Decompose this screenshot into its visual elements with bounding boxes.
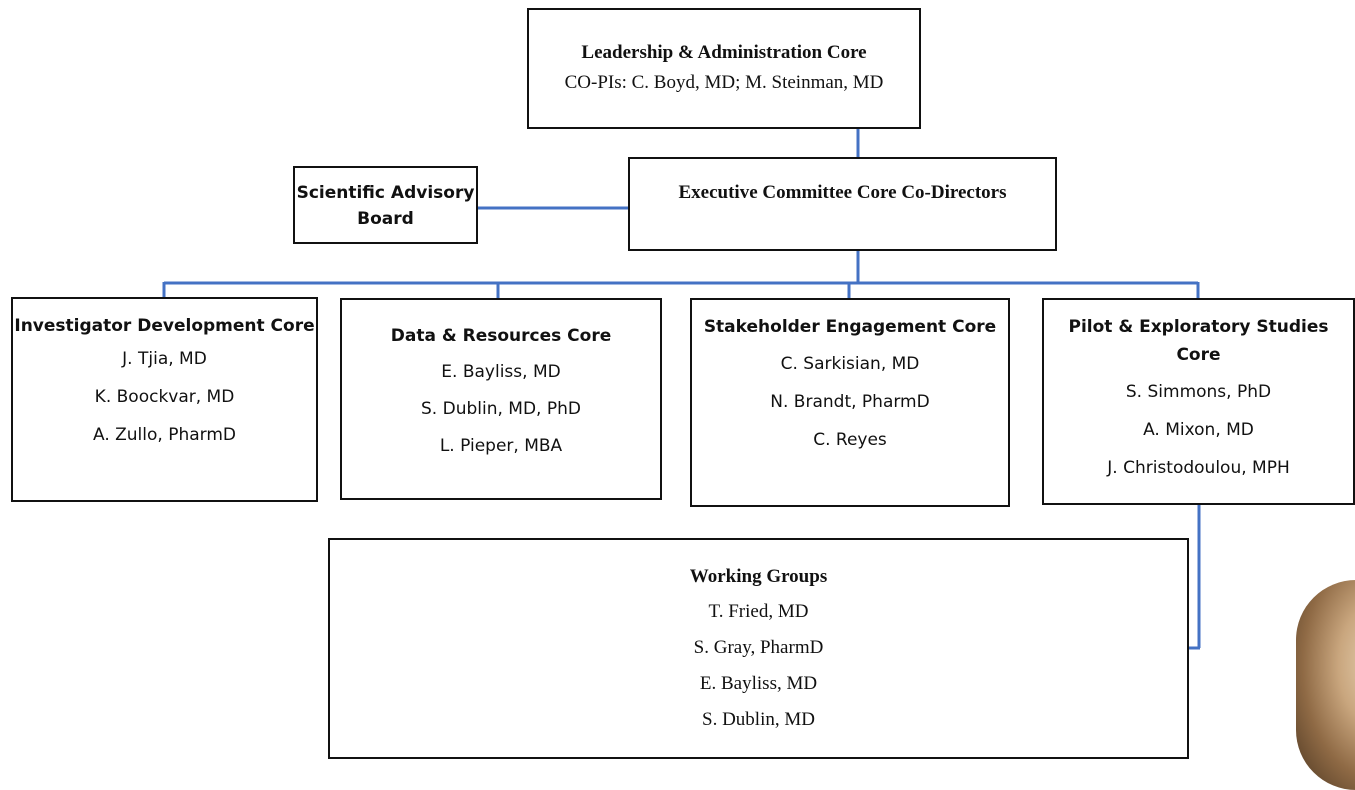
scientific-advisory-board-box: Scientific Advisory Board <box>293 166 478 244</box>
data-resources-core-box: Data & Resources Core E. Bayliss, MD S. … <box>340 298 662 500</box>
core-member: J. Tjia, MD <box>122 349 207 369</box>
executive-committee-title: Executive Committee Core Co-Directors <box>678 182 1007 203</box>
working-group-member: T. Fried, MD <box>708 601 809 622</box>
core-title: Stakeholder Engagement Core <box>703 317 997 337</box>
connector-lines <box>162 129 1201 650</box>
leadership-core-title: Leadership & Administration Core <box>581 42 867 63</box>
leadership-core-box: Leadership & Administration Core CO-PIs:… <box>527 8 921 129</box>
core-member: S. Dublin, MD, PhD <box>421 399 581 419</box>
working-groups-box: Working Groups T. Fried, MD S. Gray, Pha… <box>328 538 1189 759</box>
core-title: Data & Resources Core <box>390 326 612 346</box>
executive-committee-box: Executive Committee Core Co-Directors <box>628 157 1057 251</box>
leadership-core-pis: CO-PIs: C. Boyd, MD; M. Steinman, MD <box>564 72 884 93</box>
core-member: J. Christodoulou, MPH <box>1107 458 1290 478</box>
pilot-exploratory-studies-core-box: Pilot & Exploratory Studies Core S. Simm… <box>1042 298 1355 505</box>
scientific-advisory-board-title: Scientific Advisory Board <box>296 183 475 229</box>
core-member: E. Bayliss, MD <box>441 362 561 382</box>
core-title: Pilot & Exploratory Studies Core <box>1068 317 1329 365</box>
core-member: L. Pieper, MBA <box>439 436 563 456</box>
working-group-member: S. Gray, PharmD <box>693 637 824 658</box>
core-member: A. Mixon, MD <box>1143 420 1254 440</box>
working-groups-title: Working Groups <box>689 566 828 587</box>
core-member: A. Zullo, PharmD <box>93 425 236 445</box>
core-member: C. Sarkisian, MD <box>780 354 920 374</box>
stakeholder-engagement-core-box: Stakeholder Engagement Core C. Sarkisian… <box>690 298 1010 507</box>
working-group-member: S. Dublin, MD <box>702 709 815 730</box>
working-group-member: E. Bayliss, MD <box>699 673 818 694</box>
core-member: N. Brandt, PharmD <box>770 392 930 412</box>
core-title: Investigator Development Core <box>14 316 315 336</box>
core-member: S. Simmons, PhD <box>1125 382 1272 402</box>
portrait-photo <box>1296 580 1355 790</box>
core-member: C. Reyes <box>813 430 887 450</box>
investigator-development-core-box: Investigator Development Core J. Tjia, M… <box>11 297 318 502</box>
core-member: K. Boockvar, MD <box>94 387 235 407</box>
